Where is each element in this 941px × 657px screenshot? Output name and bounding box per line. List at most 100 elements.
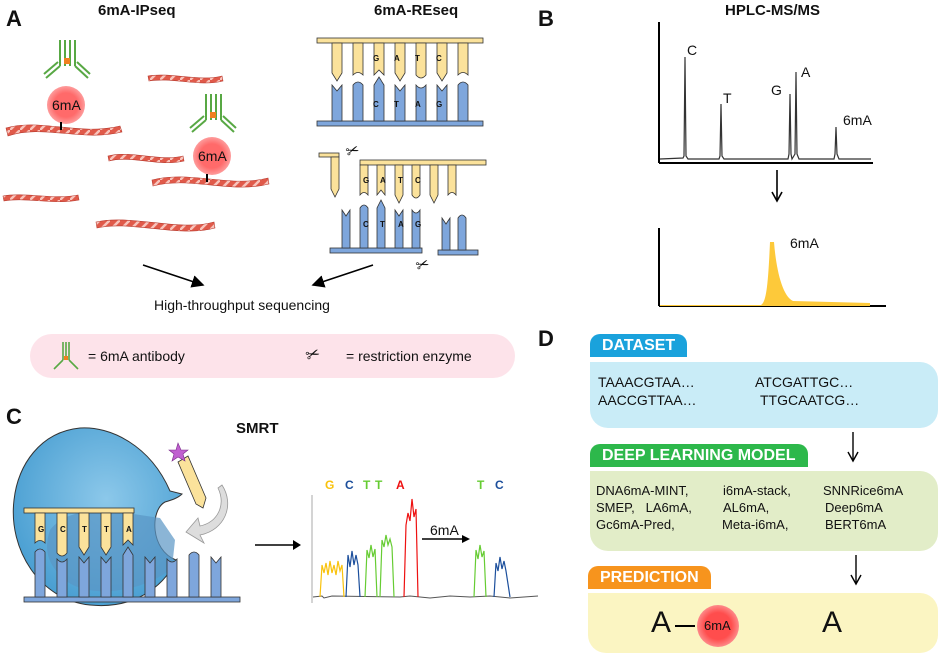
sequencing-label: High-throughput sequencing (154, 297, 330, 313)
reseq-base-bottom: C (363, 220, 369, 229)
6ma-mark-label: 6mA (198, 148, 227, 164)
6ma-mark: 6mA (697, 605, 739, 647)
reseq-base-top: C (436, 54, 442, 63)
template-base: C (60, 525, 66, 534)
trace-label: C (495, 478, 504, 492)
peak-A (403, 498, 419, 598)
panel-d-label: D (538, 326, 554, 351)
reseq-base-bottom: A (398, 220, 404, 229)
reseq-base-top: G (373, 54, 380, 63)
model-tab: DEEP LEARNING MODEL (590, 444, 808, 467)
6ma-peak-label: 6mA (790, 235, 819, 251)
reseq-base-bottom: A (415, 100, 421, 109)
6ma-mark: 6mA (47, 86, 85, 124)
peak-T (379, 534, 395, 598)
dataset-seq: TTGCAATCG… (760, 392, 860, 408)
ipseq-title: 6mA-IPseq (98, 2, 176, 19)
6ma-arrow-label: 6mA (430, 522, 459, 538)
6ma-mark: 6mA (193, 137, 231, 175)
mark-link (206, 174, 208, 182)
peak-label: T (723, 90, 732, 106)
model-name: SNNRice6mA (823, 483, 904, 498)
down-arrow-icon (850, 555, 862, 586)
reseq-base-bottom: G (436, 100, 443, 109)
peak-C (345, 550, 361, 598)
model-name: DNA6mA-MINT, (596, 483, 689, 498)
enzyme-legend-label: = restriction enzyme (346, 348, 472, 364)
model-name: BERT6mA (825, 517, 887, 532)
reseq-base-bottom: C (373, 100, 379, 109)
antibody-legend-label: = 6mA antibody (88, 348, 185, 364)
panel-a-label: A (6, 6, 22, 31)
arrow-icon (311, 264, 374, 288)
bond-line (675, 625, 695, 627)
reseq-base-bottom: G (415, 220, 422, 229)
peak-T (473, 544, 487, 598)
reseq-duplex-intact (316, 37, 484, 127)
polymerase-diagram (12, 427, 241, 607)
peak-label: C (687, 42, 698, 58)
peak-label: 6mA (843, 112, 872, 128)
reseq-base-top: A (394, 54, 400, 63)
antibody-icon (43, 40, 91, 79)
template-base: G (38, 525, 45, 534)
model-name: Meta-i6mA, (722, 517, 789, 532)
template-base: T (82, 525, 87, 534)
trace-label: T (363, 478, 371, 492)
dataset-tab: DATASET (590, 334, 688, 357)
dataset-seq: ATCGATTGC… (755, 374, 854, 390)
fluorophore-star-icon (168, 442, 189, 462)
prediction-base: A (651, 606, 672, 639)
antibody-legend-icon (53, 342, 79, 370)
nucleotide-incoming (177, 455, 207, 509)
trace-label: A (396, 478, 405, 492)
legend (30, 334, 515, 378)
dataset-seq: AACCGTTAA… (598, 392, 697, 408)
prediction-tab: PREDICTION (588, 566, 711, 589)
reseq-base-top: C (415, 176, 421, 185)
arrow-icon (142, 264, 205, 288)
model-name: AL6mA, (723, 500, 770, 515)
trace-label: G (325, 478, 335, 492)
peak-T (364, 544, 378, 598)
model-name: i6mA-stack, (723, 483, 791, 498)
reseq-base-bottom: T (394, 100, 399, 109)
antibody-icon (189, 94, 237, 133)
dna-fragments (2, 74, 270, 232)
6ma-mark-label: 6mA (704, 618, 731, 633)
panel-b-label: B (538, 6, 554, 31)
arrows-to-sequencing (142, 264, 374, 288)
prediction-base: A (822, 606, 843, 639)
trace-label: T (477, 478, 485, 492)
prediction-box (588, 593, 938, 653)
model-name: Gc6mA-Pred, (596, 517, 675, 532)
peak-label: A (801, 64, 811, 80)
reseq-base-top: G (363, 176, 370, 185)
reseq-base-top: T (415, 54, 420, 63)
peak-label: G (771, 82, 782, 98)
reseq-title: 6mA-REseq (374, 2, 459, 19)
reseq-base-bottom: T (380, 220, 385, 229)
peak-C (493, 556, 511, 598)
model-box (590, 471, 938, 551)
smrt-title: SMRT (236, 420, 279, 437)
dna-helix (2, 74, 270, 232)
reseq-base-top: T (398, 176, 403, 185)
hplc-chromatogram (658, 22, 873, 164)
6ma-mark-label: 6mA (52, 97, 81, 113)
model-name: Deep6mA (825, 500, 883, 515)
dataset-box (590, 362, 938, 428)
template-base: A (126, 525, 132, 534)
6ma-peak-chart (658, 228, 886, 307)
peak-G (319, 560, 345, 598)
panel-c-label: C (6, 404, 22, 429)
reseq-duplex-cut (318, 152, 487, 256)
trace-label: T (375, 478, 383, 492)
chromatogram-trace (659, 56, 871, 161)
curved-arrow-icon (185, 484, 229, 545)
dataset-seq: TAAACGTAA… (598, 374, 695, 390)
arrow-icon (255, 540, 301, 550)
hplc-title: HPLC-MS/MS (725, 2, 820, 19)
baseline-trace (312, 595, 539, 599)
template-base: T (104, 525, 109, 534)
